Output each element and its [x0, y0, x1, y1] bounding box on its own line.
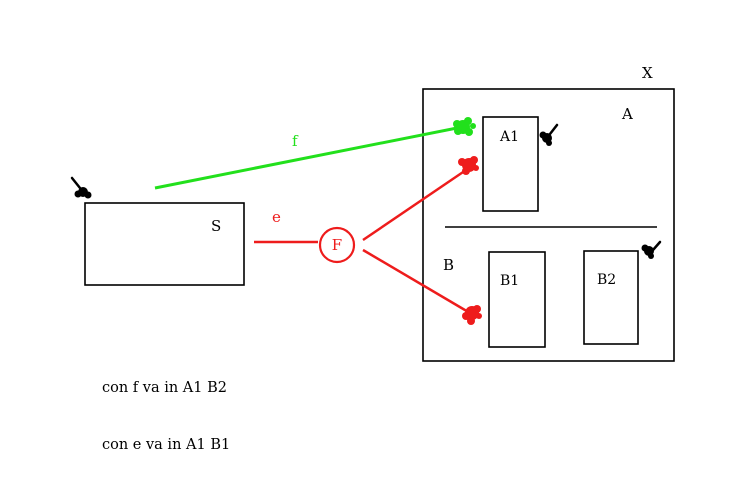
note-line-2: con e va in A1 B1	[102, 437, 231, 453]
pin-icon-a1	[539, 123, 559, 146]
diagram-canvas: X A B A1 B1 B2 S f e	[70, 64, 675, 453]
arrowhead-red-b1-icon	[462, 305, 482, 325]
box-x	[422, 88, 675, 362]
label-e: e	[272, 208, 281, 226]
label-b: B	[443, 256, 454, 274]
label-b2: B2	[597, 272, 616, 288]
arrowhead-red-a1-icon	[458, 156, 479, 175]
label-a: A	[621, 105, 633, 123]
label-a1: A1	[499, 129, 519, 145]
box-b2	[583, 250, 639, 345]
notes-block: con f va in A1 B2 con e va in A1 B1	[102, 341, 230, 493]
box-b1	[488, 251, 546, 348]
arrowhead-f-icon	[453, 117, 476, 136]
label-f-node: F	[332, 236, 342, 254]
node-f	[318, 226, 356, 264]
note-line-1: con f va in A1 B2	[102, 380, 227, 396]
pin-icon-b2	[641, 240, 662, 259]
arrow-f-to-b1	[362, 248, 471, 315]
pin-icon-s	[70, 176, 92, 199]
arrow-f	[154, 126, 458, 190]
label-x: X	[642, 64, 653, 82]
label-f: f	[292, 132, 299, 150]
box-a1	[482, 116, 539, 212]
diagram-svg: X A B A1 B1 B2 S f e	[70, 64, 675, 362]
box-s	[84, 202, 245, 286]
label-b1: B1	[500, 273, 519, 289]
arrow-f-to-a1	[362, 166, 470, 242]
label-s: S	[211, 217, 221, 235]
